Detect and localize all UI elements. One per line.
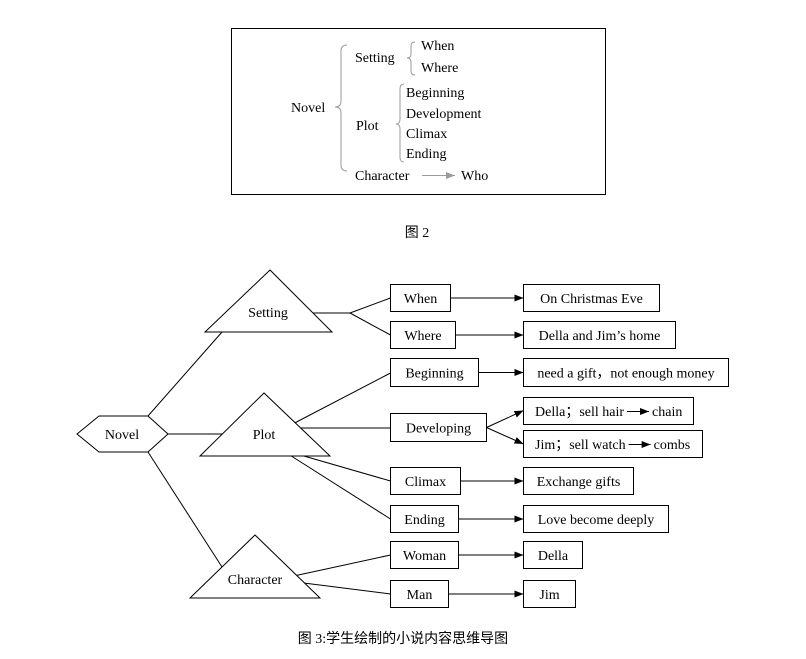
- fig2-plot-item: Development: [406, 107, 482, 122]
- node-man-box: [390, 580, 449, 608]
- connector-plot-climax: [289, 451, 391, 482]
- node-beginning-box: [390, 358, 479, 387]
- arrow-developing-della: [486, 410, 524, 428]
- detail-when-box: [523, 284, 660, 312]
- detail-beginning-box: [523, 358, 729, 387]
- detail-jim-result: combs: [654, 438, 691, 453]
- node-climax: Climax: [390, 467, 461, 495]
- node-ending: Ending: [390, 505, 459, 533]
- node-setting-triangle: [203, 269, 334, 333]
- detail-when: On Christmas Eve: [523, 284, 660, 312]
- node-where-label: Where: [404, 329, 441, 344]
- detail-climax-text: Exchange gifts: [537, 475, 621, 490]
- fig2-character-target: Who: [461, 169, 488, 184]
- detail-della-result: chain: [652, 405, 682, 420]
- node-plot-triangle: [198, 392, 332, 457]
- node-plot: Plot: [198, 392, 332, 457]
- detail-beginning-text: need a gift，not enough money: [537, 367, 714, 382]
- node-setting-label: Setting: [248, 306, 288, 321]
- detail-developing-jim-box: [523, 430, 703, 458]
- node-ending-box: [390, 505, 459, 533]
- node-developing-label: Developing: [406, 422, 471, 437]
- fig2-plot-item: Beginning: [406, 86, 464, 101]
- connector-setting-when: [349, 297, 391, 314]
- detail-woman-box: [523, 541, 583, 569]
- node-novel-hexagon: [76, 415, 169, 453]
- fig2-root-brace: [334, 44, 348, 172]
- node-man: Man: [390, 580, 449, 608]
- node-climax-box: [390, 467, 461, 495]
- node-novel-label: Novel: [105, 428, 139, 443]
- connector-plot-beginning: [284, 372, 391, 429]
- detail-where-box: [523, 321, 676, 349]
- fig2-plot-brace: [395, 83, 405, 163]
- node-plot-label: Plot: [253, 428, 276, 443]
- node-when-label: When: [404, 292, 437, 307]
- fig2-plot-item: Ending: [406, 147, 446, 162]
- detail-where-text: Della and Jim’s home: [539, 329, 661, 344]
- node-when-box: [390, 284, 451, 312]
- figure-2: Novel Setting When Where Plot Beginning …: [231, 28, 606, 195]
- fig2-character-node: Character: [355, 169, 410, 184]
- connector-plot-ending: [284, 451, 391, 520]
- node-novel: Novel: [76, 415, 169, 453]
- detail-della-action: Della；sell hair: [535, 405, 624, 420]
- node-developing: Developing: [390, 413, 487, 442]
- figure-2-caption: 图 2: [405, 226, 430, 241]
- connector-character-woman: [279, 554, 391, 580]
- node-where: Where: [390, 321, 456, 349]
- detail-man-box: [523, 580, 576, 608]
- detail-woman: Della: [523, 541, 583, 569]
- node-when: When: [390, 284, 451, 312]
- fig2-setting-item: When: [421, 39, 454, 54]
- figure-3-caption: 图 3:学生绘制的小说内容思维导图: [298, 630, 508, 647]
- node-setting: Setting: [203, 269, 334, 333]
- figure-3-arrows: [448, 294, 524, 598]
- detail-beginning: need a gift，not enough money: [523, 358, 729, 387]
- node-character: Character: [188, 534, 322, 599]
- node-character-label: Character: [228, 573, 283, 588]
- detail-man-text: Jim: [539, 588, 559, 603]
- figure-2-frame: [231, 28, 606, 195]
- node-beginning-label: Beginning: [405, 367, 463, 382]
- figure-3: Novel Setting Plot Character When On Chr…: [76, 269, 729, 608]
- fig2-setting-node: Setting: [355, 51, 395, 66]
- arrow-developing-jim: [486, 427, 524, 445]
- node-developing-box: [390, 413, 487, 442]
- fig2-setting-item: Where: [421, 61, 458, 76]
- fig2-plot-item: Climax: [406, 127, 447, 142]
- detail-where: Della and Jim’s home: [523, 321, 676, 349]
- node-where-box: [390, 321, 456, 349]
- fig2-setting-brace: [406, 41, 416, 76]
- detail-jim-action: Jim；sell watch: [535, 438, 626, 453]
- node-ending-label: Ending: [404, 513, 444, 528]
- detail-developing-della: Della；sell hair chain: [523, 397, 694, 425]
- node-character-triangle: [188, 534, 322, 599]
- node-woman: Woman: [390, 541, 459, 569]
- connector-novel-character: [147, 451, 223, 568]
- fig2-root-node: Novel: [291, 101, 325, 116]
- fig2-plot-node: Plot: [356, 119, 379, 134]
- node-beginning: Beginning: [390, 358, 479, 387]
- detail-developing-della-box: [523, 397, 694, 425]
- detail-ending: Love become deeply: [523, 505, 669, 533]
- detail-ending-box: [523, 505, 669, 533]
- node-woman-box: [390, 541, 459, 569]
- detail-when-text: On Christmas Eve: [540, 292, 643, 307]
- detail-climax-box: [523, 467, 634, 495]
- node-man-label: Man: [407, 588, 433, 603]
- node-climax-label: Climax: [405, 475, 446, 490]
- node-woman-label: Woman: [403, 549, 446, 564]
- connector-setting-where: [349, 312, 391, 336]
- detail-developing-jim: Jim；sell watch combs: [523, 430, 703, 458]
- connector-novel-setting: [147, 331, 223, 417]
- detail-woman-text: Della: [538, 549, 569, 564]
- detail-man: Jim: [523, 580, 576, 608]
- detail-climax: Exchange gifts: [523, 467, 634, 495]
- detail-ending-text: Love become deeply: [538, 513, 655, 528]
